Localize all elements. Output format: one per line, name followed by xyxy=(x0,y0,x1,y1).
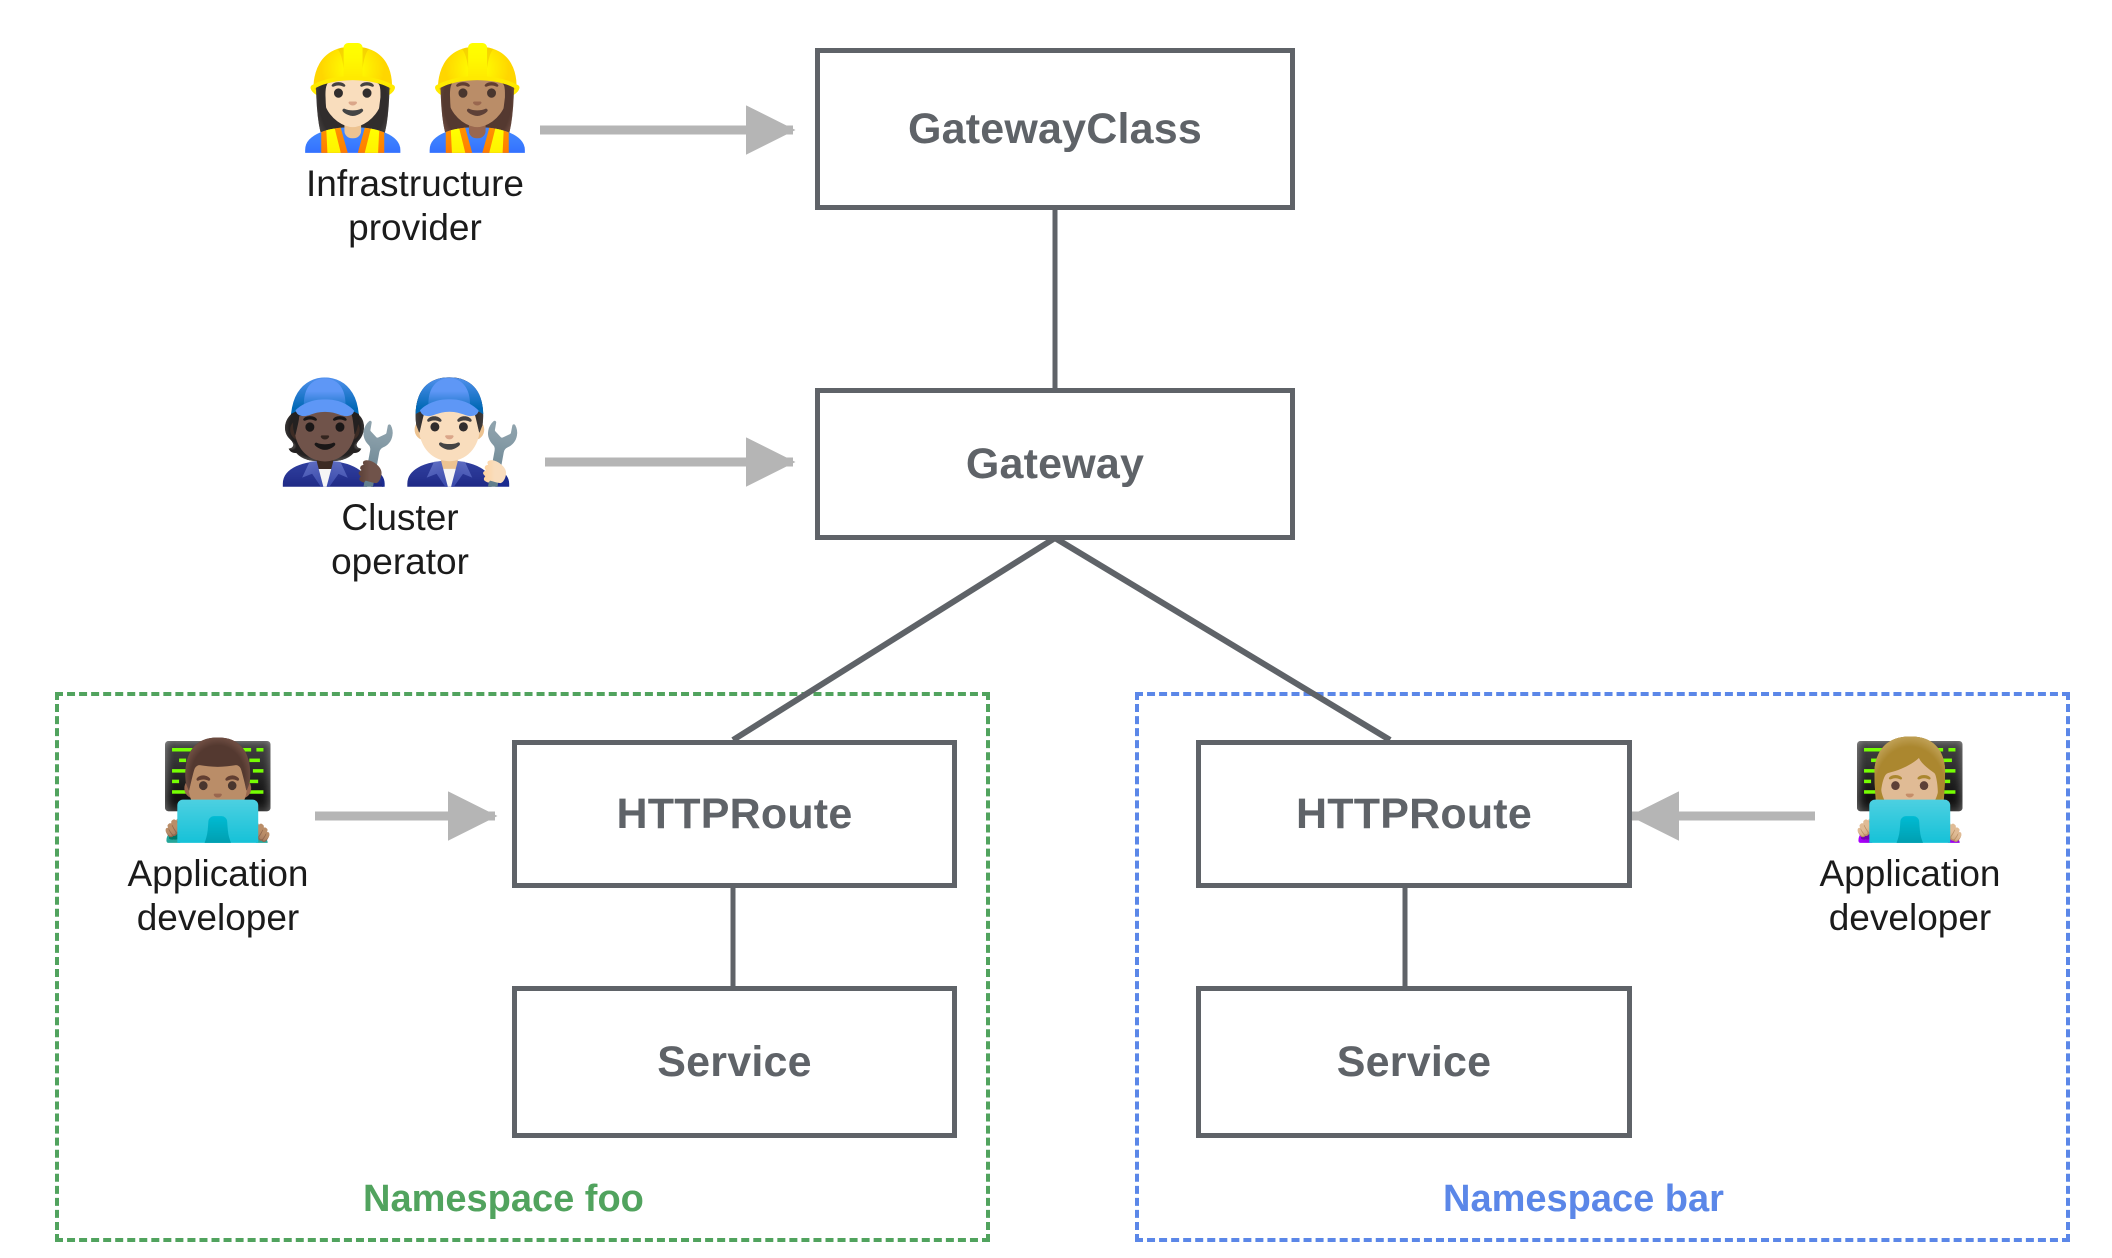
man-technologist-icon: 👨🏽‍💻 xyxy=(158,734,278,846)
persona-application-developer-foo: 👨🏽‍💻 Application developer xyxy=(118,742,318,939)
service-bar-box[interactable]: Service xyxy=(1196,986,1632,1138)
gatewayclass-box[interactable]: GatewayClass xyxy=(815,48,1295,210)
mechanic-icon: 🧑🏿‍🔧👨🏻‍🔧 xyxy=(275,373,525,490)
application-developer-bar-caption: Application developer xyxy=(1819,853,2001,938)
httproute-bar-label: HTTPRoute xyxy=(1296,789,1532,838)
namespace-bar-label: Namespace bar xyxy=(1443,1178,1724,1220)
namespace-foo-label: Namespace foo xyxy=(363,1178,644,1220)
service-foo-label: Service xyxy=(657,1037,812,1086)
gateway-label: Gateway xyxy=(965,439,1145,488)
woman-construction-worker-icon: 👷🏻‍♀️👷🏽‍♀️ xyxy=(290,39,540,156)
persona-cluster-operator: 🧑🏿‍🔧👨🏻‍🔧 Cluster operator xyxy=(255,382,545,583)
gatewayclass-label: GatewayClass xyxy=(907,104,1202,153)
service-foo-box[interactable]: Service xyxy=(512,986,957,1138)
application-developer-foo-caption: Application developer xyxy=(127,853,309,938)
httproute-foo-label: HTTPRoute xyxy=(616,789,853,838)
namespace-bar-boundary xyxy=(1135,692,2070,1242)
infrastructure-provider-caption: Infrastructure provider xyxy=(306,163,524,248)
cluster-operator-caption: Cluster operator xyxy=(331,497,469,582)
namespace-foo-boundary xyxy=(55,692,990,1242)
httproute-bar-box[interactable]: HTTPRoute xyxy=(1196,740,1632,888)
gateway-box[interactable]: Gateway xyxy=(815,388,1295,540)
woman-technologist-icon: 👩🏼‍💻 xyxy=(1850,734,1970,846)
persona-application-developer-bar: 👩🏼‍💻 Application developer xyxy=(1810,742,2010,939)
persona-infrastructure-provider: 👷🏻‍♀️👷🏽‍♀️ Infrastructure provider xyxy=(270,48,560,249)
service-bar-label: Service xyxy=(1336,1037,1492,1086)
httproute-foo-box[interactable]: HTTPRoute xyxy=(512,740,957,888)
